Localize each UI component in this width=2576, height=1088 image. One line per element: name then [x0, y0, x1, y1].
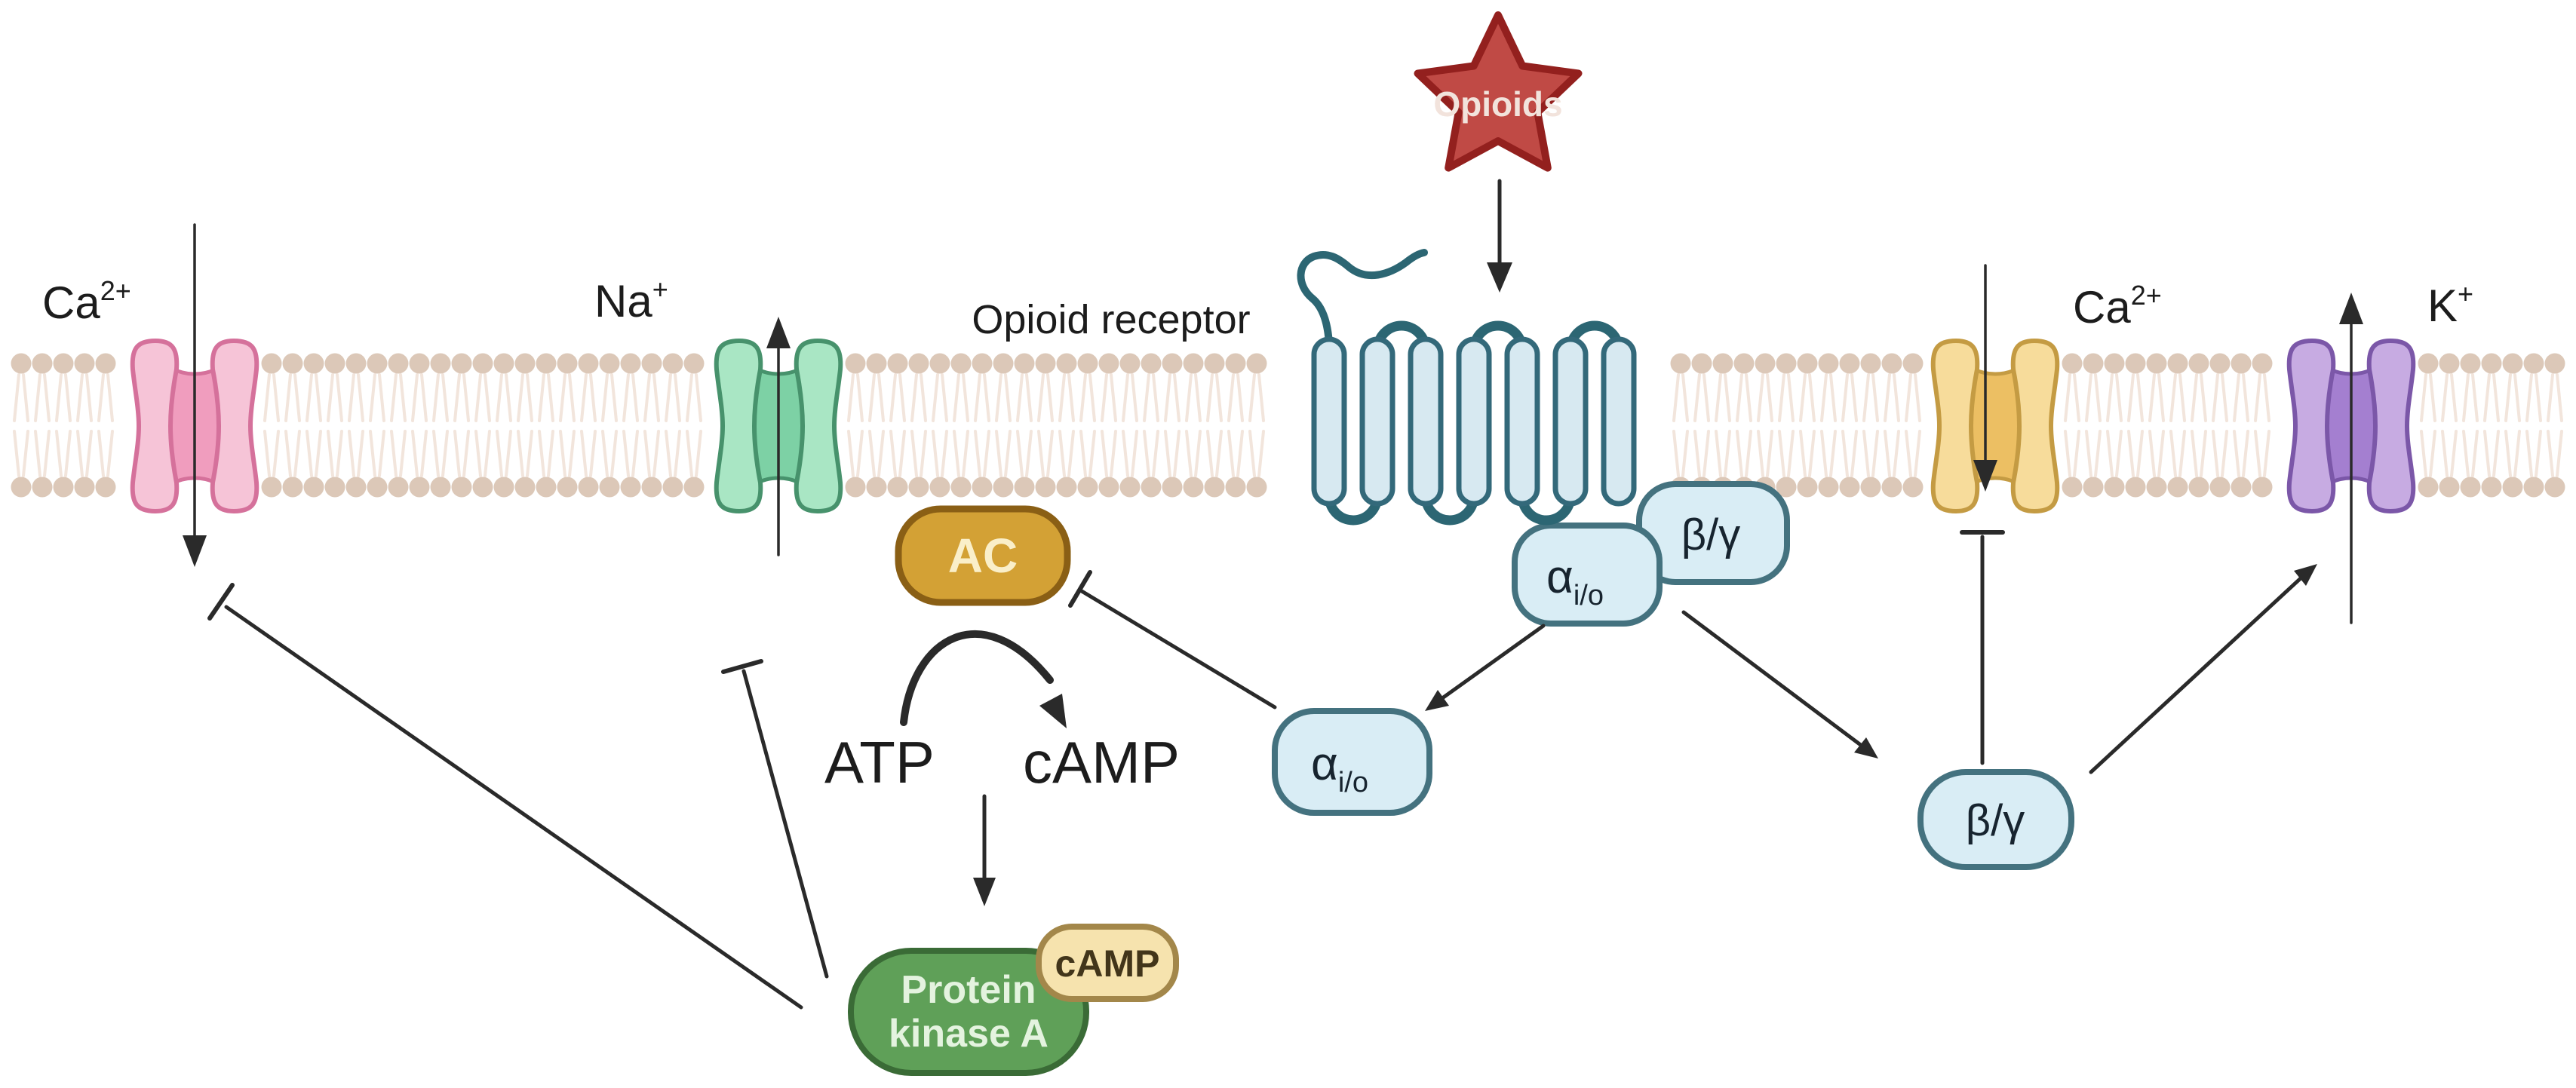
inhibit-alpha-to-ac	[1079, 589, 1277, 709]
receptor-helix	[1359, 336, 1395, 507]
label-alpha-free: αi/o	[1311, 738, 1368, 798]
inhibit-bar	[721, 659, 763, 674]
alpha-io-subunit-attached	[1512, 523, 1663, 627]
protein-kinase-a	[848, 948, 1089, 1076]
opioids-star	[1414, 11, 1583, 172]
receptor-helix	[1456, 336, 1492, 507]
inhibit-pka-to-ca-channel	[224, 605, 803, 1010]
arrow-alpha-release	[1440, 624, 1546, 700]
label-na: Na+	[594, 274, 668, 326]
label-pka-line1: Protein	[901, 968, 1036, 1012]
arrowhead	[2294, 564, 2317, 586]
opioid-receptor	[1297, 249, 1637, 526]
arrowhead	[1854, 737, 1878, 759]
label-opioids: Opioids	[1433, 84, 1562, 124]
label-beta-gamma-attached: β/γ	[1681, 510, 1740, 559]
alpha-io-subunit-free	[1272, 708, 1432, 816]
label-camp-badge: cAMP	[1055, 942, 1160, 985]
arrowhead	[183, 535, 207, 567]
calcium-channel-right	[1930, 339, 2060, 513]
arrow-beta-gamma-to-k-channel	[2089, 575, 2304, 774]
inhibit-bar	[1068, 570, 1092, 608]
lipid-tails	[13, 373, 2563, 477]
receptor-helix	[1601, 336, 1637, 507]
arrowhead	[1425, 690, 1449, 711]
label-opioid-receptor: Opioid receptor	[972, 297, 1250, 342]
camp-badge	[1036, 924, 1179, 1002]
arrowhead	[1039, 694, 1067, 728]
receptor-n-terminus	[1297, 249, 1428, 348]
inhibit-bar	[207, 583, 235, 621]
label-pka-line2: kinase A	[889, 1012, 1049, 1056]
receptor-helix	[1552, 336, 1589, 507]
label-ca-right: Ca2+	[2073, 280, 2162, 333]
inhibit-pka-to-na-channel	[741, 669, 829, 979]
adenylyl-cyclase	[895, 505, 1071, 606]
label-beta-gamma-free: β/γ	[1966, 796, 2025, 845]
receptor-helix	[1408, 336, 1444, 507]
label-camp: cAMP	[1023, 729, 1180, 795]
label-k: K+	[2427, 278, 2473, 331]
label-ca-left: Ca2+	[42, 275, 131, 328]
label-atp: ATP	[824, 729, 935, 795]
lipid-heads	[11, 353, 2565, 498]
beta-gamma-subunit-free	[1917, 769, 2074, 870]
label-alpha-attached: αi/o	[1546, 551, 1604, 611]
arrowhead	[1487, 262, 1512, 293]
receptor-helix	[1504, 336, 1540, 507]
receptor-helix	[1311, 336, 1347, 507]
signal-arrows	[183, 179, 2363, 1010]
g-protein-attached	[1512, 481, 1790, 627]
label-ac: AC	[948, 529, 1018, 583]
arrow-beta-gamma-release	[1681, 610, 1864, 748]
cell-membrane	[11, 353, 2565, 498]
arrowhead	[1973, 460, 1997, 492]
arrowhead	[766, 317, 791, 348]
arrowhead	[2339, 293, 2363, 324]
arrowhead	[973, 878, 996, 906]
arrow-atp-to-camp	[900, 630, 1054, 726]
